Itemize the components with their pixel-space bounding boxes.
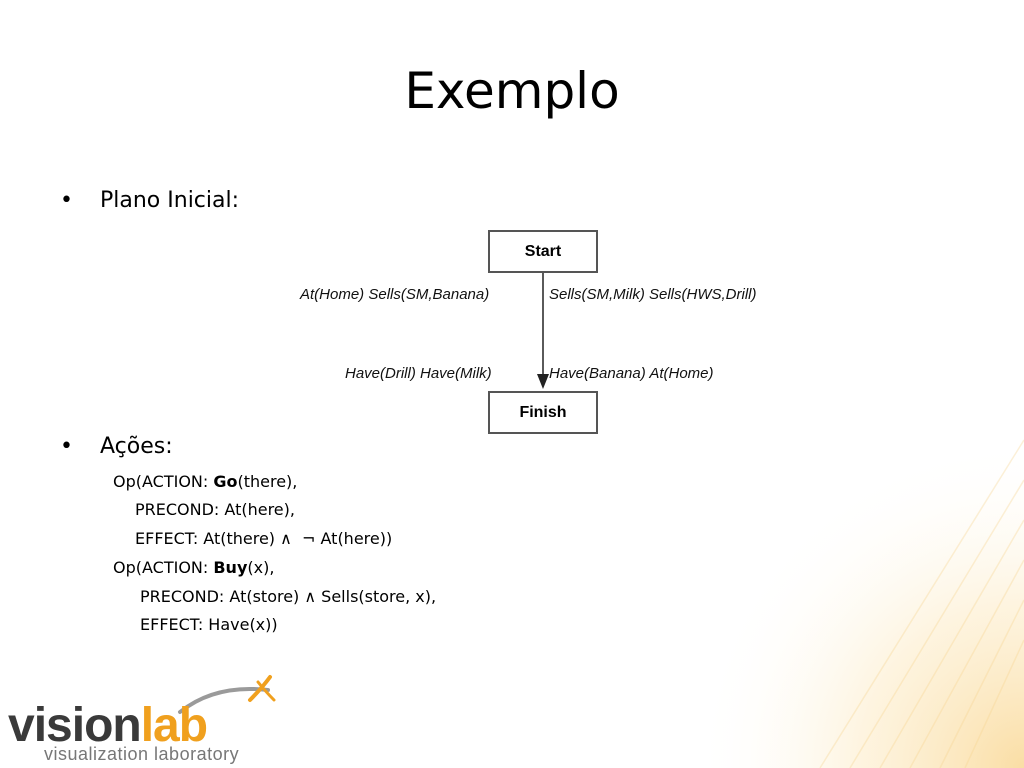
action-buy-prefix: Op(ACTION: — [113, 558, 214, 577]
bullet-plano-label: Plano Inicial: — [100, 188, 240, 213]
action-buy-header: Op(ACTION: Buy(x), — [113, 558, 274, 577]
start-node-label: Start — [524, 242, 562, 260]
action-go-precond: PRECOND: At(here), — [135, 500, 295, 519]
action-go-name: Go — [213, 472, 238, 491]
action-buy-effect: EFFECT: Have(x)) — [140, 615, 278, 634]
logo-vision-text: vision — [8, 699, 142, 752]
plan-edge-arrowhead — [537, 374, 549, 389]
start-effects-right: Sells(SM,Milk) Sells(HWS,Drill) — [549, 286, 757, 303]
finish-node: Finish — [488, 391, 598, 434]
start-effects-left: At(Home) Sells(SM,Banana) — [300, 286, 490, 303]
action-go-suffix: (there), — [237, 472, 298, 491]
logo-wordmark: visionlab — [8, 699, 208, 752]
finish-preconds-left: Have(Drill) Have(Milk) — [345, 365, 492, 382]
action-go-prefix: Op(ACTION: — [113, 472, 214, 491]
finish-preconds-right: Have(Banana) At(Home) — [549, 365, 714, 382]
bullet-dot: • — [60, 434, 73, 459]
bullet-dot: • — [60, 188, 73, 213]
action-go-effect: EFFECT: At(there) ∧ ¬ At(here)) — [135, 529, 393, 548]
slide-title: Exemplo — [404, 62, 620, 120]
action-buy-name: Buy — [213, 558, 248, 577]
bullet-plano-inicial: • Plano Inicial: — [60, 188, 239, 213]
finish-node-label: Finish — [519, 403, 567, 421]
bullet-acoes: • Ações: — [60, 434, 173, 459]
action-buy-precond: PRECOND: At(store) ∧ Sells(store, x), — [140, 587, 437, 606]
logo-lab-text: lab — [140, 699, 208, 752]
start-node: Start — [488, 230, 598, 273]
logo-subtitle: visualization laboratory — [44, 744, 240, 764]
bullet-acoes-label: Ações: — [100, 434, 173, 459]
action-buy-suffix: (x), — [247, 558, 275, 577]
action-go-header: Op(ACTION: Go(there), — [113, 472, 297, 491]
